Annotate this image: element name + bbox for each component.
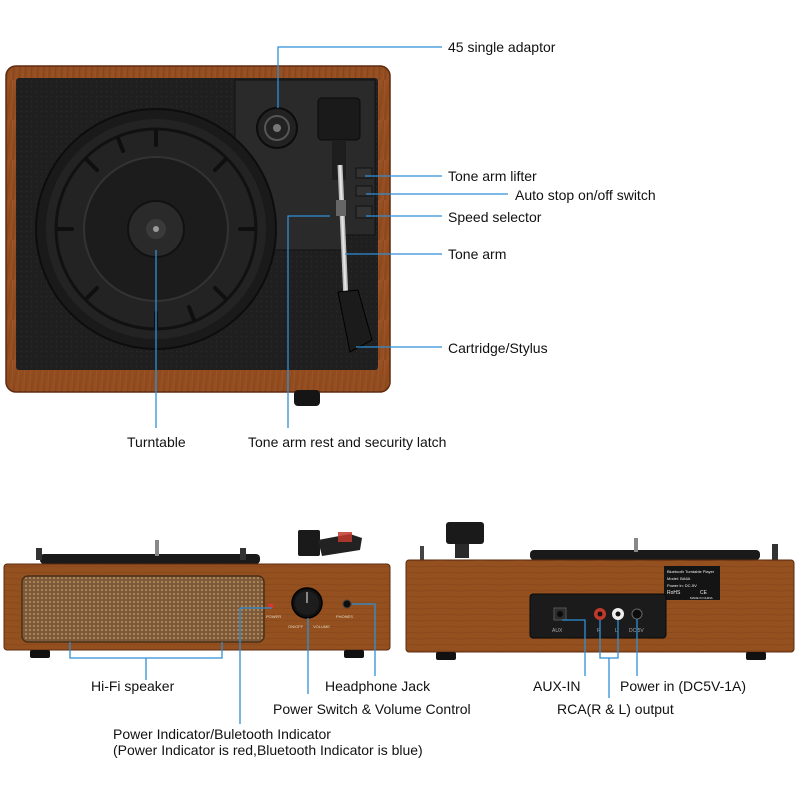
front-volume-text: VOLUME	[313, 624, 330, 629]
side-switches[interactable]	[355, 167, 373, 219]
sticker-marks: CE	[700, 590, 708, 596]
back-r-text: R	[597, 628, 601, 634]
label-indicator-line1: Power Indicator/Buletooth Indicator	[113, 726, 331, 742]
front-onoff-text: ON/OFF	[288, 624, 304, 629]
45-adaptor[interactable]	[256, 107, 298, 149]
label-tonearm-lifter: Tone arm lifter	[448, 168, 537, 184]
label-power-in: Power in (DC5V-1A)	[620, 678, 747, 694]
power-indicator-led	[268, 603, 274, 609]
leader-aux	[562, 619, 586, 676]
spindle	[153, 226, 159, 232]
label-cartridge: Cartridge/Stylus	[448, 340, 548, 356]
label-tone-arm: Tone arm	[448, 246, 507, 262]
leader-lines	[69, 46, 638, 724]
headphone-jack[interactable]	[342, 599, 352, 609]
leader-adaptor	[277, 46, 442, 108]
dc-power-port[interactable]	[631, 608, 643, 620]
back-l-text: L	[615, 628, 618, 634]
label-rca-output: RCA(R & L) output	[557, 701, 674, 717]
sticker-rohs: RoHS	[667, 590, 681, 596]
label-auto-stop: Auto stop on/off switch	[515, 187, 656, 203]
label-speed-selector: Speed selector	[448, 209, 542, 225]
back-tonearm	[420, 522, 484, 560]
label-indicator-line2: (Power Indicator is red,Bluetooth Indica…	[113, 742, 423, 758]
tonearm-rest-knob[interactable]	[294, 390, 320, 406]
label-turntable: Turntable	[127, 434, 186, 450]
sticker-model: Model: BA6A	[667, 576, 691, 581]
label-hifi-speaker: Hi-Fi speaker	[91, 678, 175, 694]
label-headphone-jack: Headphone Jack	[325, 678, 431, 694]
label-aux-in: AUX-IN	[533, 678, 581, 694]
back-aux-text: AUX	[552, 628, 563, 634]
sticker-power: Power in: DC-5V	[667, 583, 697, 588]
front-view: POWER ON/OFF VOLUME PHONES	[3, 530, 391, 658]
rating-sticker: Bluetooth Turntable Player Model: BA6A P…	[664, 566, 720, 600]
label-tone-arm-rest: Tone arm rest and security latch	[248, 434, 447, 450]
label-power-volume: Power Switch & Volume Control	[273, 701, 471, 717]
sticker-made: MADE IN CHINA	[690, 596, 713, 600]
top-view	[5, 65, 391, 406]
cartridge-head	[337, 289, 373, 353]
tonearm[interactable]	[317, 97, 373, 353]
label-45-adaptor: 45 single adaptor	[448, 39, 556, 55]
sticker-title: Bluetooth Turntable Player	[667, 569, 715, 574]
front-tonearm	[298, 530, 362, 556]
platter	[35, 108, 277, 350]
leader-indicator	[239, 607, 272, 724]
speaker-grille	[21, 575, 265, 643]
front-power-text: POWER	[266, 614, 281, 619]
leader-rest	[287, 215, 330, 428]
leader-headphone	[352, 603, 376, 676]
front-phones-text: PHONES	[336, 614, 353, 619]
back-view: Bluetooth Turntable Player Model: BA6A P…	[405, 522, 795, 660]
